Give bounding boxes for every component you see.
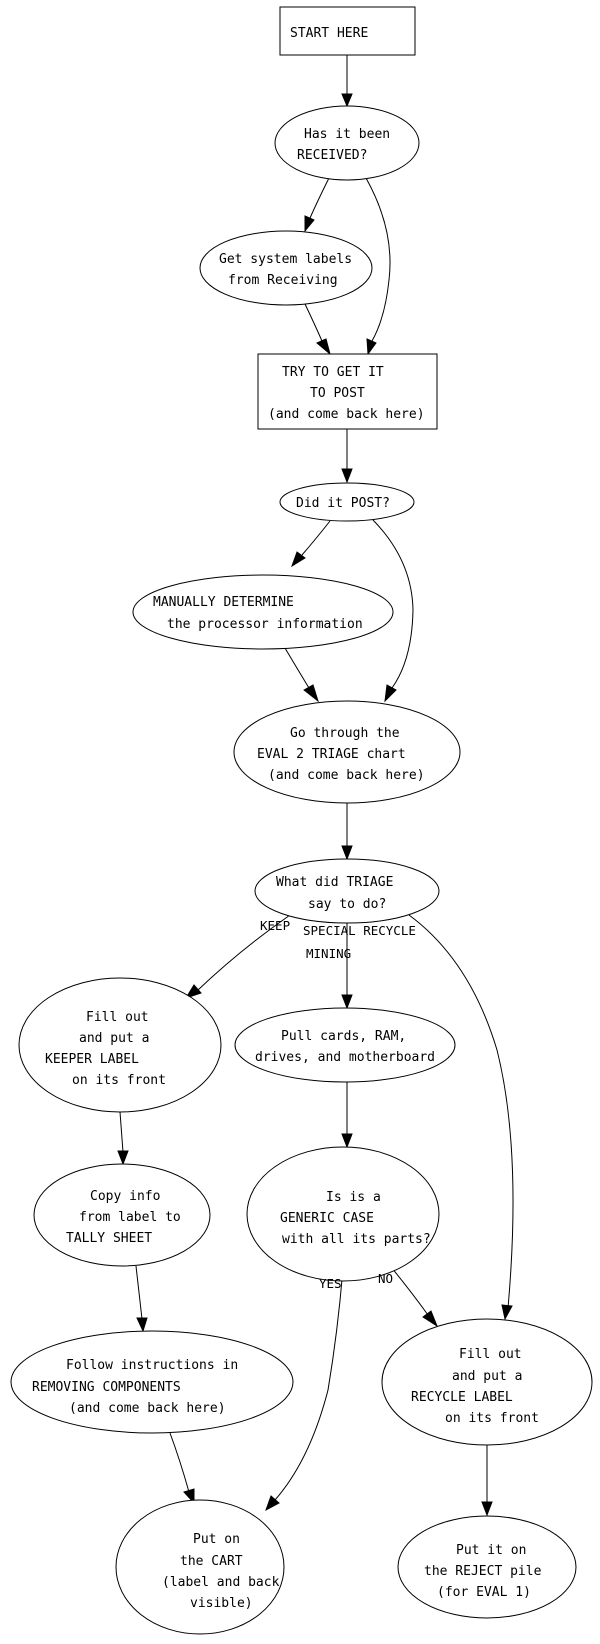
node-generic-line-1: GENERIC CASE <box>280 1211 374 1226</box>
node-get-labels[interactable]: Get system labels from Receiving <box>199 230 373 306</box>
arrowhead-icon <box>341 845 353 861</box>
node-generic-line-0: Is is a <box>326 1190 381 1205</box>
arrowhead-icon <box>341 1133 353 1149</box>
node-received-line-0: Has it been <box>304 127 390 142</box>
node-manually-line-1: the processor information <box>167 617 363 632</box>
node-reject-line-2: (for EVAL 1) <box>437 1585 531 1600</box>
node-keeper-line-2: KEEPER LABEL <box>45 1052 139 1067</box>
node-try-post[interactable]: TRY TO GET IT TO POST (and come back her… <box>257 353 438 430</box>
node-get-labels-line-1: from Receiving <box>228 273 338 288</box>
arrowhead-icon <box>117 1150 129 1166</box>
node-recycle-line-0: Fill out <box>459 1347 522 1362</box>
node-cart-line-0: Put on <box>193 1532 240 1547</box>
edge-follow-cart <box>169 1432 190 1493</box>
arrowhead-icon <box>481 1501 493 1517</box>
node-keeper-line-1: and put a <box>79 1031 149 1046</box>
arrowhead-icon <box>304 215 315 233</box>
edge-getlabels-trypost <box>304 303 323 342</box>
node-cart-line-1: the CART <box>180 1554 243 1569</box>
node-copy[interactable]: Copy info from label to TALLY SHEET <box>33 1163 211 1267</box>
edge-didpost-triagechart <box>372 519 414 689</box>
arrowhead-icon <box>184 984 202 999</box>
node-received-line-1: RECEIVED? <box>297 148 367 163</box>
edge-generic-cart <box>274 1267 344 1501</box>
arrowhead-icon <box>422 1310 439 1328</box>
edge-manually-triagechart <box>284 647 310 689</box>
node-follow[interactable]: Follow instructions in REMOVING COMPONEN… <box>10 1330 294 1434</box>
node-copy-line-2: TALLY SHEET <box>66 1231 152 1246</box>
arrowhead-icon <box>303 684 319 703</box>
arrowhead-icon <box>341 468 353 484</box>
node-triage-chart[interactable]: Go through the EVAL 2 TRIAGE chart (and … <box>233 700 461 804</box>
edge-label-special-recycle: SPECIAL RECYCLE <box>303 923 416 938</box>
node-cart-line-2: (label and back <box>162 1575 280 1590</box>
arrowhead-icon <box>265 1495 280 1512</box>
edge-label-keep: KEEP <box>260 918 290 933</box>
edge-label-mining: MINING <box>306 946 351 961</box>
node-recycle-line-3: on its front <box>445 1411 539 1426</box>
node-try-post-line-2: (and come back here) <box>268 407 425 422</box>
edge-triageq-recycle <box>408 914 514 1309</box>
arrowhead-icon <box>501 1304 513 1321</box>
edge-copy-follow <box>135 1265 143 1320</box>
node-triage-question[interactable]: What did TRIAGE say to do? <box>254 858 440 924</box>
edge-labels: KEEP SPECIAL RECYCLE MINING YES NO <box>260 918 416 1291</box>
node-did-post[interactable]: Did it POST? <box>279 482 415 522</box>
arrowhead-icon <box>136 1317 148 1333</box>
node-triage-chart-line-0: Go through the <box>290 726 400 741</box>
node-try-post-line-0: TRY TO GET IT <box>282 365 384 380</box>
node-pull[interactable]: Pull cards, RAM, drives, and motherboard <box>234 1007 456 1083</box>
node-keeper[interactable]: Fill out and put a KEEPER LABEL on its f… <box>18 977 222 1113</box>
node-pull-line-1: drives, and motherboard <box>255 1050 435 1065</box>
edges <box>117 55 514 1517</box>
edge-received-getlabels <box>309 177 330 219</box>
node-get-labels-line-0: Get system labels <box>219 252 352 267</box>
edge-label-yes: YES <box>319 1276 342 1291</box>
arrowhead-icon <box>366 338 377 356</box>
node-keeper-line-0: Fill out <box>86 1010 149 1025</box>
node-triage-question-line-0: What did TRIAGE <box>276 875 393 890</box>
node-triage-question-line-1: say to do? <box>308 897 386 912</box>
node-received[interactable]: Has it been RECEIVED? <box>274 105 420 181</box>
node-triage-chart-line-1: EVAL 2 TRIAGE chart <box>257 747 406 762</box>
node-recycle[interactable]: Fill out and put a RECYCLE LABEL on its … <box>381 1318 593 1446</box>
node-pull-line-0: Pull cards, RAM, <box>281 1029 406 1044</box>
node-manually-line-0: MANUALLY DETERMINE <box>153 595 294 610</box>
arrowhead-icon <box>384 684 397 703</box>
node-reject-line-1: the REJECT pile <box>424 1564 542 1579</box>
node-follow-line-1: REMOVING COMPONENTS <box>32 1380 181 1395</box>
node-reject-line-0: Put it on <box>456 1543 526 1558</box>
edge-received-trypost <box>365 177 391 342</box>
arrowhead-icon <box>341 994 353 1010</box>
node-manually[interactable]: MANUALLY DETERMINE the processor informa… <box>132 574 394 650</box>
node-copy-line-0: Copy info <box>90 1189 160 1204</box>
node-did-post-line-0: Did it POST? <box>296 496 390 511</box>
node-cart-line-3: visible) <box>190 1596 253 1611</box>
node-try-post-line-1: TO POST <box>310 386 365 401</box>
arrowhead-icon <box>316 338 331 356</box>
arrowhead-icon <box>341 93 353 108</box>
node-triage-chart-line-2: (and come back here) <box>268 768 425 783</box>
node-recycle-line-1: and put a <box>452 1369 522 1384</box>
node-copy-line-1: from label to <box>79 1210 181 1225</box>
node-generic-line-2: with all its parts? <box>282 1232 431 1247</box>
node-keeper-line-3: on its front <box>72 1073 166 1088</box>
node-start-line-0: START HERE <box>290 26 368 41</box>
node-generic[interactable]: Is is a GENERIC CASE with all its parts? <box>246 1146 440 1282</box>
edge-label-no: NO <box>378 1271 393 1286</box>
node-start[interactable]: START HERE <box>279 6 416 56</box>
arrowhead-icon <box>291 551 306 568</box>
node-follow-line-0: Follow instructions in <box>66 1358 238 1373</box>
edge-didpost-manually <box>301 520 331 556</box>
node-cart[interactable]: Put on the CART (label and back visible) <box>115 1499 285 1635</box>
node-follow-line-2: (and come back here) <box>69 1401 226 1416</box>
edge-triageq-keeper <box>197 914 291 991</box>
node-reject[interactable]: Put it on the REJECT pile (for EVAL 1) <box>397 1515 577 1619</box>
node-recycle-line-2: RECYCLE LABEL <box>411 1390 513 1405</box>
arrowhead-icon <box>183 1488 195 1505</box>
edge-keeper-copy <box>119 1111 124 1153</box>
